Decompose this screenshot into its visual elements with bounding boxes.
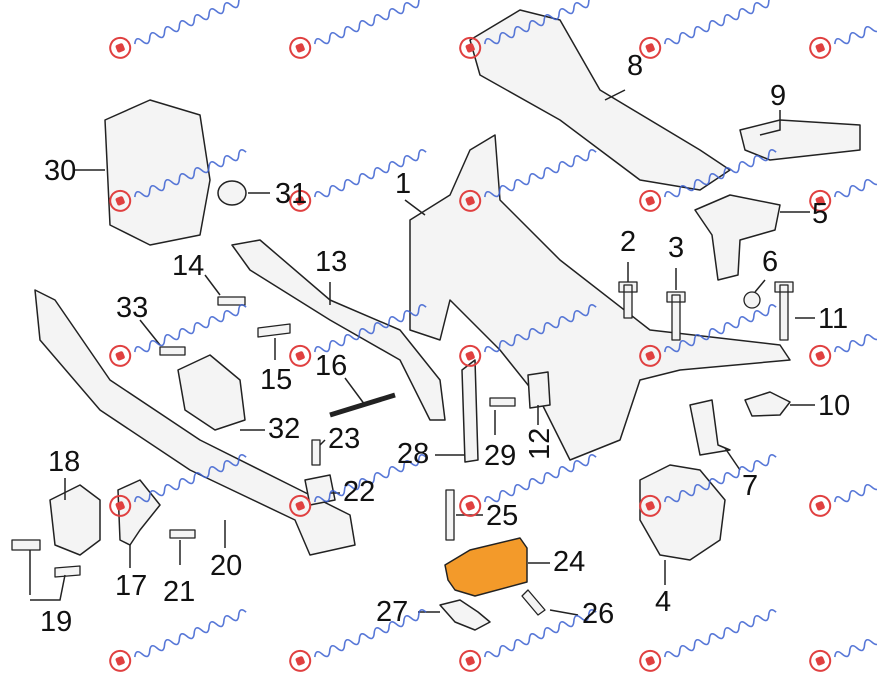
callout-24[interactable]: 24 [553,546,586,578]
callout-25[interactable]: 25 [486,500,519,532]
part-18 [49,484,101,556]
watermark [456,140,601,215]
callout-33[interactable]: 33 [116,292,149,324]
callout-32[interactable]: 32 [268,413,301,445]
part-29 [489,397,516,407]
part-21 [169,529,196,539]
part-33 [159,346,186,356]
part-8 [469,9,731,191]
part-5 [694,194,781,281]
watermark [636,140,781,215]
part-13 [231,239,446,421]
callout-15[interactable]: 15 [260,364,293,396]
watermark [806,445,877,520]
callout-26[interactable]: 26 [582,598,615,630]
callout-13[interactable]: 13 [315,246,348,278]
watermark [286,295,431,370]
part-27 [439,599,491,631]
watermark [286,0,431,62]
part-14 [217,296,246,306]
watermark [456,295,601,370]
leader-lines [29,89,815,616]
callout-18[interactable]: 18 [48,446,81,478]
watermark [636,295,781,370]
callout-7[interactable]: 7 [742,470,759,502]
part-12 [527,371,551,409]
part-26 [521,589,546,616]
callout-19[interactable]: 19 [40,606,73,638]
callout-5[interactable]: 5 [812,198,829,230]
part-24-highlighted [444,537,528,597]
callout-29[interactable]: 29 [484,440,517,472]
watermark [806,600,877,675]
part-6 [743,291,761,309]
part-3 [666,291,686,341]
part-10 [744,391,791,417]
callout-9[interactable]: 9 [770,80,787,112]
callout-3[interactable]: 3 [668,232,685,264]
callout-14[interactable]: 14 [172,250,205,282]
callout-4[interactable]: 4 [655,586,672,618]
callout-28[interactable]: 28 [397,438,430,470]
callout-11[interactable]: 11 [818,303,849,335]
watermark [106,140,251,215]
watermark [106,445,251,520]
callout-30[interactable]: 30 [44,155,77,187]
callout-31[interactable]: 31 [275,178,308,210]
callout-2[interactable]: 2 [620,226,637,258]
callout-1[interactable]: 1 [395,168,412,200]
callout-16[interactable]: 16 [315,350,348,382]
callout-23[interactable]: 23 [328,423,361,455]
callout-12[interactable]: 12 [524,427,556,460]
part-19 [11,539,81,578]
watermark [806,0,877,62]
part-7 [689,399,731,456]
part-31 [217,180,247,206]
watermark [456,0,601,62]
callout-10[interactable]: 10 [818,390,851,422]
part-20 [34,289,356,556]
part-23 [311,439,321,466]
part-30 [104,99,211,246]
callout-8[interactable]: 8 [627,50,644,82]
part-1 [409,134,791,461]
part-16 [329,392,396,418]
callout-22[interactable]: 22 [343,476,376,508]
part-15 [257,323,291,338]
watermark [106,600,251,675]
part-32 [177,354,246,431]
part-2 [618,281,638,319]
callout-20[interactable]: 20 [210,550,243,582]
part-25 [445,489,455,541]
watermark [106,0,251,62]
callout-6[interactable]: 6 [762,246,779,278]
part-11 [774,281,794,341]
callout-27[interactable]: 27 [376,596,409,628]
part-22 [304,474,336,506]
part-28 [461,359,479,463]
callout-21[interactable]: 21 [163,576,196,608]
callout-17[interactable]: 17 [115,570,148,602]
watermark [456,600,601,675]
watermark [636,0,781,62]
